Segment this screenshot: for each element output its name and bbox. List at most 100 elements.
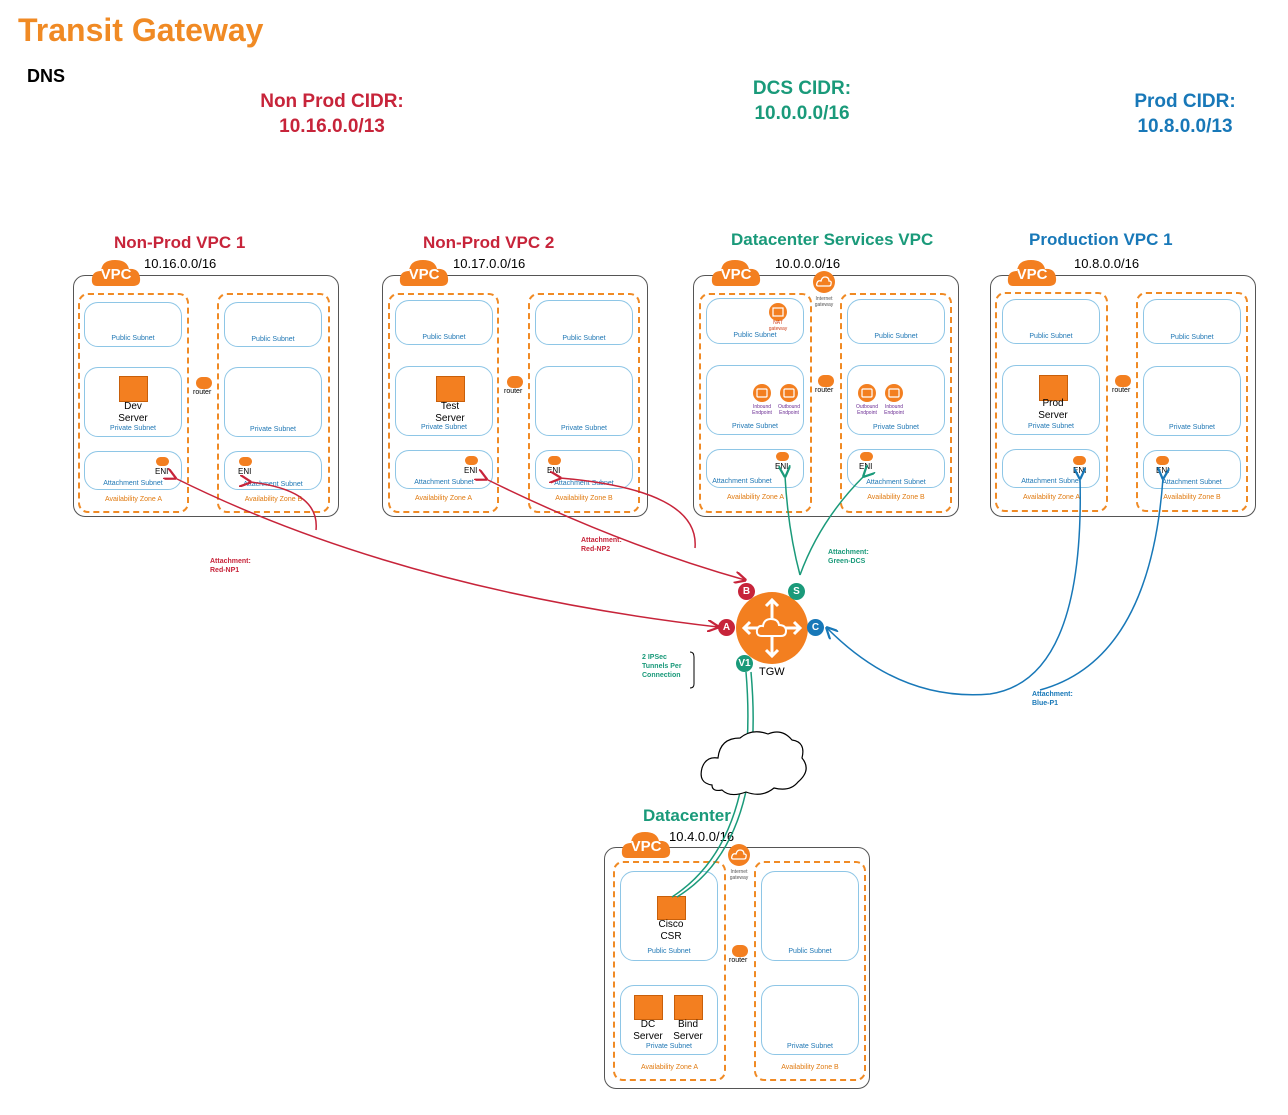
green-dcs-line-a: [785, 476, 801, 576]
attachment-red-np1: Attachment: Red-NP1: [210, 557, 251, 575]
vpc-np2-eni-a-icon: [465, 456, 478, 465]
nonprod-cidr-label: Non Prod CIDR:: [260, 91, 404, 112]
vpc-dc-private-subnet-b: [761, 985, 859, 1055]
vpc-dcs-router-label: router: [815, 387, 834, 394]
vpc-np2-public-subnet-b: [535, 300, 633, 345]
attachment-red-np1-line2: Red-NP1: [210, 567, 240, 574]
vpc-np1-router-label: router: [193, 389, 212, 396]
vpc-np1-eni-a-label: ENI: [155, 467, 169, 476]
vpc-np1-eni-b-icon: [239, 457, 252, 466]
vpc-prod-eni-a-icon: [1073, 456, 1086, 465]
attachment-green-dcs: Attachment: Green-DCS: [828, 548, 869, 566]
tgw-cloud-icon: [755, 617, 788, 637]
vpc-prod-name: Production VPC 1: [1029, 230, 1173, 249]
diagram-subtitle: DNS: [27, 66, 66, 86]
ipsec-note-line3: Connection: [642, 672, 681, 679]
vpc-np2-cloud-icon: [399, 260, 449, 286]
vpc-np1-public-subnet-b: [224, 302, 322, 347]
vpc-dc-public-subnet-b: [761, 871, 859, 961]
vpc-prod-az-b-label: Availability Zone B: [1163, 494, 1221, 501]
vpc-dc-name: Datacenter: [643, 806, 731, 825]
vpc-dcs-public-label-a: Public Subnet: [733, 332, 777, 339]
dev-server-icon: [119, 376, 148, 402]
attachment-red-np1-line1: Attachment:: [210, 558, 251, 565]
vpc-dcs-public-label-b: Public Subnet: [874, 333, 918, 340]
vpc-np1-public-label-a: Public Subnet: [111, 335, 155, 342]
vpc-np2-public-subnet-a: [395, 300, 493, 345]
dc-server-icon: [634, 995, 663, 1020]
attachment-red-np2-line2: Red-NP2: [581, 546, 611, 553]
vpc-dcs-az-a: [699, 293, 812, 513]
red-np2-line-a: [486, 479, 745, 580]
vpc-prod-router-label: router: [1112, 387, 1131, 394]
attachment-red-np2-line1: Attachment:: [581, 537, 622, 544]
vpc-dcs-cloud-icon: [711, 260, 761, 286]
inbound-endpoint-a-label: Inbound Endpoint: [752, 404, 772, 416]
vpc-dcs-public-subnet-b: [847, 299, 945, 344]
ipsec-tunnel-2: [676, 671, 754, 898]
outbound-endpoint-b-icon: [858, 384, 876, 402]
red-np2-line-b: [560, 478, 696, 549]
bind-server-icon: [674, 995, 703, 1020]
attachment-blue-p1-line1: Attachment:: [1032, 691, 1073, 698]
tgw-port-a: A: [718, 619, 735, 636]
vpc-prod-public-label-a: Public Subnet: [1029, 333, 1073, 340]
vpc-dc-public-label-a: Public Subnet: [647, 948, 691, 955]
vpc-np2-name: Non-Prod VPC 2: [423, 233, 555, 252]
vpc-np1-router-icon: [196, 377, 212, 389]
vpc-dc-cidr: 10.4.0.0/16: [669, 829, 735, 844]
vpc-dcs-private-label-a: Private Subnet: [732, 423, 778, 430]
vpc-prod-badge: VPC: [1016, 266, 1048, 283]
ipsec-tunnel-1: [671, 671, 749, 898]
vpc-dcs-eni-a-icon: [776, 452, 789, 461]
outbound-endpoint-a-label: Outbound Endpoint: [778, 404, 800, 416]
vpc-np2-cidr: 10.17.0.0/16: [453, 256, 526, 271]
test-server-icon: [436, 376, 465, 402]
nat-gateway-icon: [769, 303, 787, 321]
vpc-np1-attach-label-a: Attachment Subnet: [103, 480, 163, 487]
vpc-prod-public-subnet-a: [1002, 299, 1100, 344]
nat-gateway-label: NAT gateway: [768, 320, 788, 332]
red-np1-line-b: [250, 482, 317, 531]
nonprod-cidr-block: Non Prod CIDR: 10.16.0.0/13: [232, 89, 432, 139]
tgw-port-b: B: [738, 583, 755, 600]
vpc-dc-az-a-label: Availability Zone A: [640, 1064, 699, 1071]
vpc-np2-router-icon: [507, 376, 523, 388]
dc-server-label: DC Server: [633, 1019, 663, 1042]
vpc-dcs-badge: VPC: [720, 266, 752, 283]
prod-server-label: Prod Server: [1038, 398, 1068, 421]
vpc-dc-router-label: router: [729, 957, 748, 964]
dev-server-label: Dev Server: [118, 401, 148, 424]
vpc-np1-private-subnet-b: [224, 367, 322, 437]
vpc-np1-badge: VPC: [100, 266, 132, 283]
vpc-np1-cidr: 10.16.0.0/16: [144, 256, 217, 271]
vpc-np2-public-label-a: Public Subnet: [422, 334, 466, 341]
vpc-prod-attach-label-b: Attachment Subnet: [1162, 479, 1222, 486]
attachment-green-dcs-line1: Attachment:: [828, 549, 869, 556]
ipsec-bracket: [689, 651, 695, 689]
vpc-np1-eni-a-icon: [156, 457, 169, 466]
vpc-np2-private-label-a: Private Subnet: [421, 424, 467, 431]
vpc-prod-cloud-icon: [1007, 260, 1057, 286]
blue-p1-line-a: [827, 478, 1080, 696]
cisco-csr-label: Cisco CSR: [658, 919, 684, 942]
vpc-prod-az-b: [1136, 292, 1248, 512]
vpc-dcs-name: Datacenter Services VPC: [731, 230, 934, 249]
vpc-np1-public-label-b: Public Subnet: [251, 336, 295, 343]
prod-cidr-block: Prod CIDR: 10.8.0.0/13: [1085, 89, 1285, 139]
vpc-np2-eni-b-icon: [548, 456, 561, 465]
vpc-dcs-private-label-b: Private Subnet: [873, 424, 919, 431]
internet-cloud-icon: [700, 731, 807, 796]
dc-internet-gateway-icon: [728, 844, 750, 866]
attachment-blue-p1: Attachment: Blue-P1: [1032, 690, 1073, 708]
vpc-prod-public-subnet-b: [1143, 299, 1241, 344]
bind-server-label: Bind Server: [673, 1019, 703, 1042]
tgw-port-s: S: [788, 583, 805, 600]
red-np1-line-a: [175, 478, 718, 627]
outbound-endpoint-a-icon: [780, 384, 798, 402]
vpc-dc-badge: VPC: [630, 838, 662, 855]
prod-cidr-value: 10.8.0.0/13: [1137, 116, 1233, 137]
vpc-prod-cidr: 10.8.0.0/16: [1074, 256, 1140, 271]
vpc-dc-az-a: [613, 861, 726, 1081]
vpc-dcs-router-icon: [818, 375, 834, 387]
